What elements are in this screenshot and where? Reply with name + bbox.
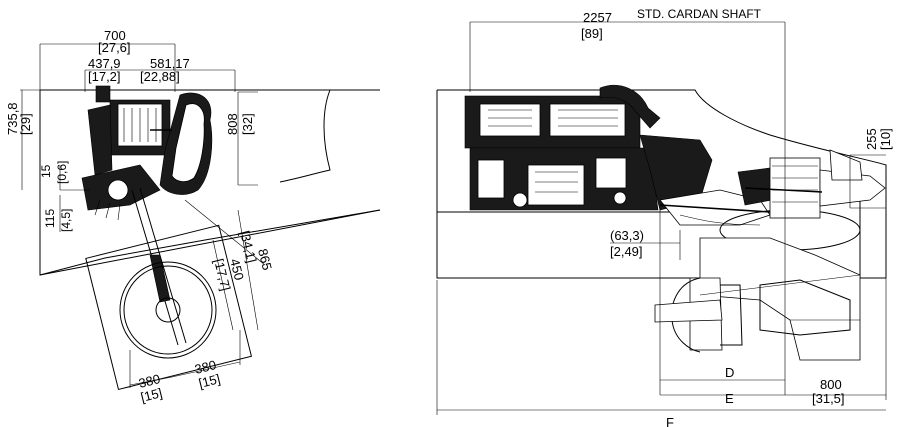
dim-735-in: [29]: [18, 113, 33, 135]
dim-700: 700: [104, 28, 126, 43]
prop-window-left: [85, 224, 253, 391]
dim-735: 735,8: [5, 102, 20, 135]
dim-581-in: [22,88]: [140, 69, 180, 84]
dim-808-in: [32]: [240, 113, 255, 135]
dim-581: 581,17: [150, 56, 190, 71]
dim-865: 865: [255, 247, 275, 272]
engine-side-view: [464, 84, 713, 211]
dim-380-right-in: [15]: [197, 371, 222, 391]
dim-115-in: [4,5]: [59, 209, 73, 232]
dim-808: 808: [225, 113, 240, 135]
dim-380-left-in: [15]: [139, 385, 164, 405]
left-end-view: 700 [27,6] 437,9 [17,2] 581,17 [22,88] 7…: [5, 28, 381, 405]
prop-disk-outer: [119, 261, 217, 359]
shaft-label: STD. CARDAN SHAFT: [637, 7, 762, 21]
shaft-tube-left: [149, 254, 171, 303]
prop-hub: [155, 297, 181, 323]
right-dimension-lines: [436, 21, 887, 415]
dim-700-in: [27,6]: [98, 40, 131, 55]
dim-380-right: 380: [193, 357, 218, 377]
sterndrive-leg: [654, 237, 861, 361]
dim-255-in: [10]: [878, 128, 893, 150]
dim-255: 255: [864, 128, 879, 150]
hull-bottom-left: [39, 209, 381, 276]
prop-disk-inner: [123, 265, 213, 355]
dim-63: (63,3): [610, 228, 644, 243]
right-side-view: 2257 [89] STD. CARDAN SHAFT 255 [10] (63…: [436, 7, 893, 427]
dim-450: 450: [227, 257, 247, 282]
dim-437: 437,9: [88, 56, 121, 71]
dim-2257: 2257: [583, 10, 612, 25]
dim-437-in: [17,2]: [88, 69, 121, 84]
dim-D: D: [725, 365, 734, 380]
engine-end-view: [81, 85, 213, 221]
dim-2257-in: [89]: [581, 26, 603, 41]
dim-380-left: 380: [137, 371, 162, 391]
dim-15-in: [0,6]: [55, 161, 69, 184]
dim-800: 800: [820, 377, 842, 392]
drive-unit: [659, 149, 886, 251]
dim-115: 115: [43, 209, 57, 228]
dim-F: F: [666, 415, 674, 427]
dim-800-in: [31,5]: [812, 391, 845, 406]
dim-E: E: [725, 391, 734, 406]
left-dimension-lines: [20, 43, 266, 388]
dim-63-in: [2,49]: [610, 244, 643, 259]
dim-15: 15: [39, 164, 53, 178]
